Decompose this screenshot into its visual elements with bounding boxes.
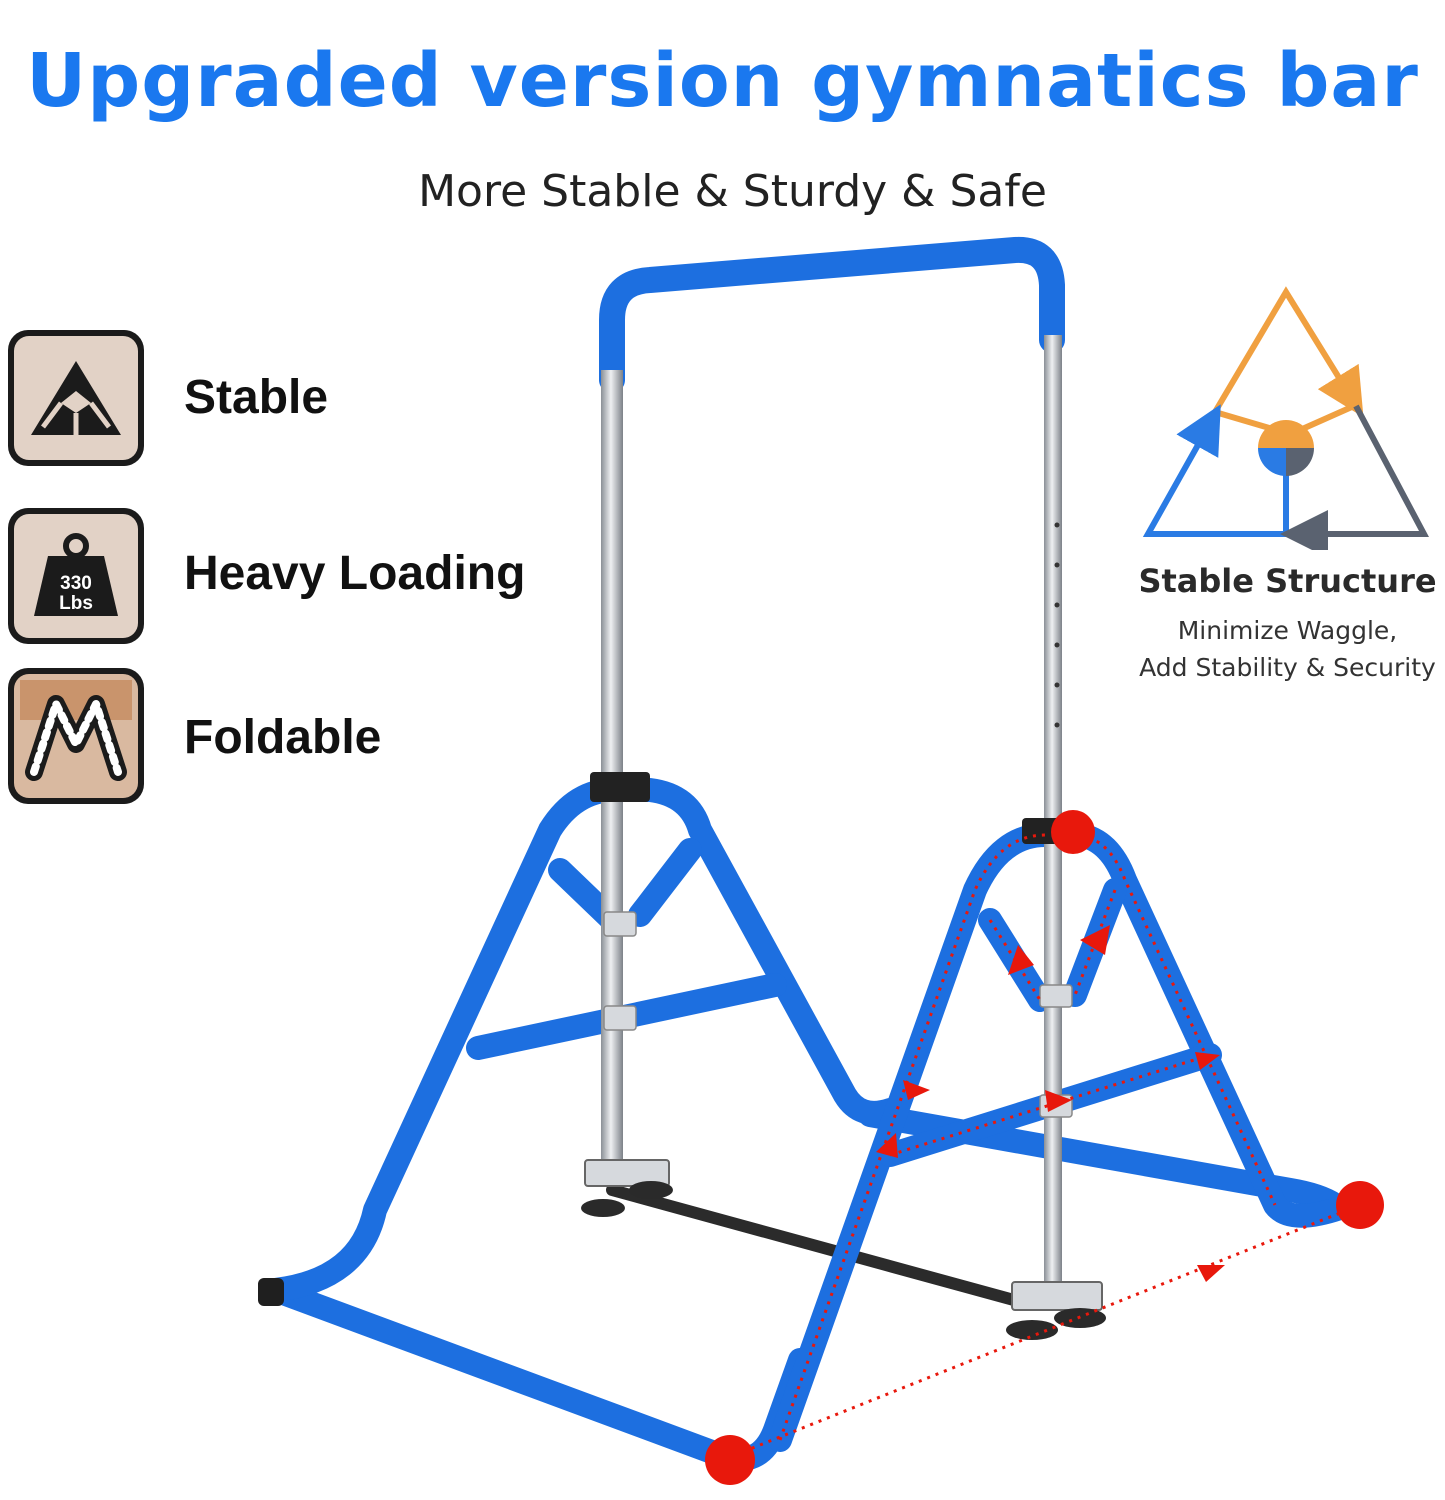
weight-unit: Lbs (59, 593, 93, 614)
feature-stable: Stable (8, 330, 568, 470)
weight-value: 330 (60, 573, 92, 594)
structure-title: Stable Structure (1138, 562, 1437, 600)
stable-structure-triangle-icon (1142, 286, 1429, 550)
page-subtitle: More Stable & Sturdy & Safe (418, 166, 1047, 217)
left-base-foot (581, 1159, 673, 1217)
left-top-clamp (590, 772, 650, 802)
right-steel-upright (1044, 335, 1062, 1290)
feature-label: Heavy Loading (184, 547, 526, 600)
red-anchor-point (1336, 1181, 1384, 1229)
height-adjust-holes (1054, 522, 1060, 728)
page-title: Upgraded version gymnatics bar (26, 38, 1419, 124)
folding-frame-icon (20, 680, 132, 781)
structure-description: Minimize Waggle, Add Stability & Securit… (1120, 612, 1445, 686)
stable-badge (8, 330, 144, 466)
feature-foldable: Foldable (8, 668, 568, 808)
right-base-foot (1006, 1281, 1106, 1340)
red-anchor-point (705, 1435, 755, 1485)
direction-arrows (876, 925, 1225, 1282)
structure-desc-line: Add Stability & Security (1139, 653, 1436, 682)
feature-heavy-loading: 330 Lbs Heavy Loading (8, 508, 568, 648)
weight-icon: 330 Lbs (26, 526, 126, 626)
feature-label: Foldable (184, 711, 382, 764)
structure-desc-line: Minimize Waggle, (1177, 616, 1398, 645)
top-horizontal-bar (599, 236, 1065, 393)
pyramid-icon (31, 361, 121, 435)
heavy-loading-badge: 330 Lbs (8, 508, 144, 644)
floor-bar (606, 1184, 1038, 1311)
foldable-badge (8, 668, 144, 804)
red-anchor-point (1051, 810, 1095, 854)
left-steel-upright (601, 370, 623, 1170)
rubber-end-cap (258, 1278, 284, 1306)
feature-label: Stable (184, 371, 329, 424)
